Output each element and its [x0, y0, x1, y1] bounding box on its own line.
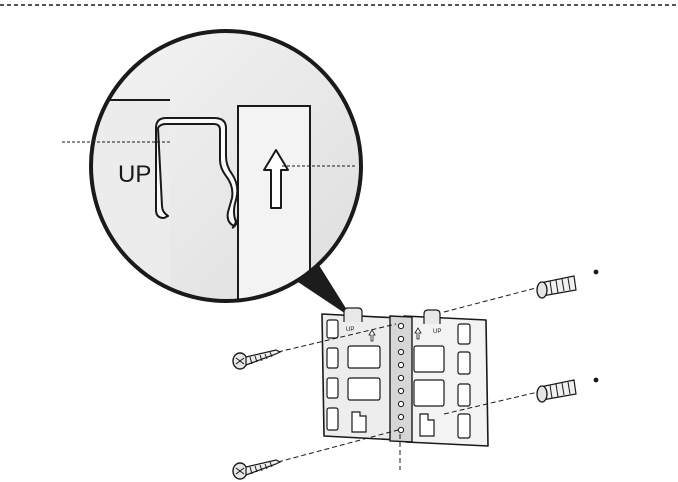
zoom-up-label: UP: [118, 161, 151, 188]
drill-hole-bottom: [594, 378, 599, 383]
bracket-tab-left: [344, 308, 362, 322]
bracket-tab-right: [424, 310, 440, 324]
spine-holes: [398, 323, 403, 432]
wall-anchor-top: [537, 270, 598, 298]
wall-anchor-bottom: [537, 378, 598, 402]
bracket-up-label-left: UP: [346, 327, 354, 333]
screw-top-left: [233, 350, 280, 369]
screw-bottom-left: [233, 460, 280, 479]
drill-hole-top: [594, 270, 599, 275]
zoom-callout: UP: [60, 31, 361, 301]
mounting-bracket: UP UP: [322, 308, 488, 446]
bracket-up-label-right: UP: [433, 329, 441, 335]
